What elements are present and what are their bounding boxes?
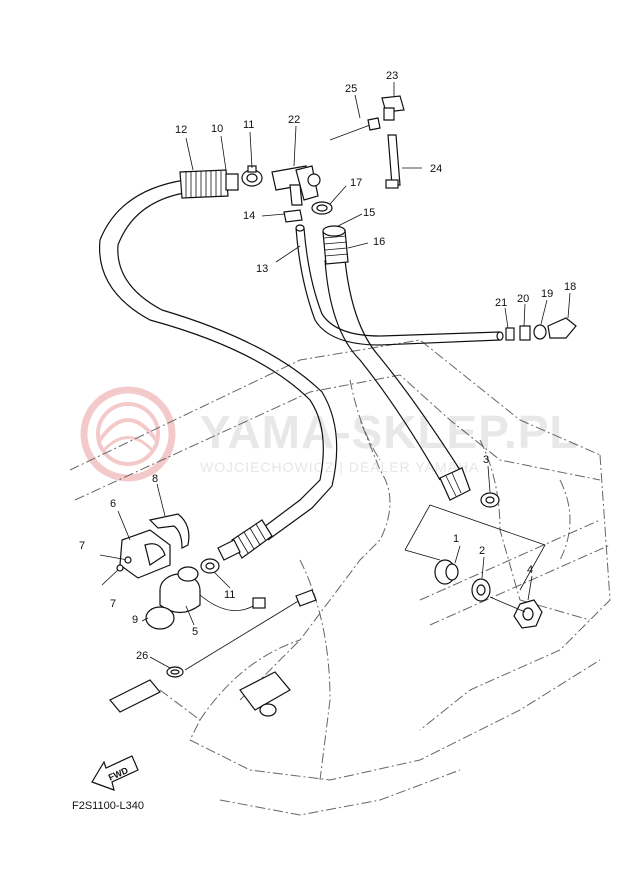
clamp-14 — [283, 209, 303, 223]
callout-15: 15 — [363, 207, 375, 219]
callout-21: 21 — [495, 297, 507, 309]
callout-3: 3 — [483, 454, 489, 466]
hose-13 — [295, 224, 504, 346]
callout-18: 18 — [564, 281, 576, 293]
watermark-tagline: WOJCIECHOWICZ | DEALER YAMAHA — [200, 459, 479, 475]
callout-14: 14 — [243, 210, 255, 222]
callout-19: 19 — [541, 288, 553, 300]
wire-26 — [109, 589, 317, 713]
callout-8: 8 — [152, 473, 158, 485]
callout-11a: 11 — [243, 119, 254, 131]
callout-1: 1 — [453, 533, 459, 545]
washer-2 — [471, 578, 491, 602]
nut-4 — [513, 599, 543, 629]
fitting-1 — [434, 559, 459, 585]
callouts: 1 2 3 4 5 6 7 7 8 9 10 11 11 12 13 14 15… — [79, 70, 576, 662]
clamp-3 — [480, 492, 500, 508]
callout-20: 20 — [517, 293, 529, 305]
callout-22: 22 — [288, 114, 300, 126]
callout-12: 12 — [175, 124, 187, 136]
callout-5: 5 — [192, 626, 198, 638]
callout-25: 25 — [345, 83, 357, 95]
callout-7b: 7 — [110, 598, 116, 610]
bracket-6 — [119, 529, 171, 579]
clamp-17 — [311, 201, 333, 215]
clamp-11-bottom — [200, 558, 220, 574]
callout-2: 2 — [479, 545, 485, 557]
callout-24: 24 — [430, 163, 442, 175]
detail-frame — [404, 504, 546, 591]
leader-lines — [117, 82, 571, 669]
bellows-10 — [179, 169, 239, 199]
fwd-arrow-icon: FWD — [91, 755, 139, 791]
watermark-logo — [80, 386, 176, 482]
watermark-brand: YAMA-SKLEP.PL — [200, 406, 579, 458]
part-axis-line — [489, 596, 526, 613]
callout-7a: 7 — [79, 540, 85, 552]
valve-22 — [271, 165, 321, 206]
parts-23-25 — [329, 95, 405, 189]
callout-17: 17 — [350, 177, 362, 189]
callout-26: 26 — [136, 650, 148, 662]
hose-16 — [322, 225, 471, 501]
hull-outline — [69, 339, 611, 816]
holder-8 — [148, 513, 190, 549]
callout-11b: 11 — [224, 589, 235, 601]
clamp-11-top — [241, 165, 263, 187]
callout-23: 23 — [386, 70, 398, 82]
callout-9: 9 — [132, 614, 138, 626]
hull-fitting — [239, 671, 291, 717]
diagram-code: F2S1100-L340 — [72, 800, 144, 812]
watermark: YAMA-SKLEP.PL WOJCIECHOWICZ | DEALER YAM… — [80, 386, 579, 482]
callout-13: 13 — [256, 263, 268, 275]
callout-16: 16 — [373, 236, 385, 248]
callout-4: 4 — [527, 564, 533, 576]
pump-5 — [159, 566, 266, 614]
callout-10: 10 — [211, 123, 223, 135]
callout-6: 6 — [110, 498, 116, 510]
hose-12 — [98, 179, 338, 541]
disc-9 — [145, 606, 175, 630]
screw-7b — [101, 564, 124, 586]
bellows-lower — [217, 519, 273, 561]
screw-7a — [99, 554, 132, 564]
parts-18-21 — [505, 317, 577, 341]
